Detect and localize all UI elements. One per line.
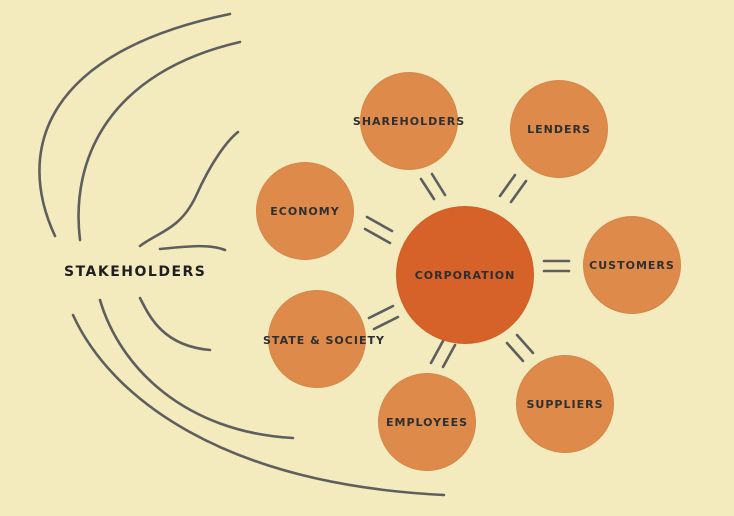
state-society-node xyxy=(268,290,366,388)
state-society-label: STATE & SOCIETY xyxy=(263,334,385,347)
lenders-node: LENDERS xyxy=(510,80,608,178)
employees-label: EMPLOYEES xyxy=(385,415,468,429)
customers-node: CUSTOMERS xyxy=(583,216,681,314)
fan-curve-lower-3 xyxy=(71,313,446,497)
suppliers-label: SUPPLIERS xyxy=(526,397,604,411)
fan-curve-lower-2 xyxy=(98,298,295,440)
economy-label: ECONOMY xyxy=(270,204,340,218)
fan-curve-upper-3 xyxy=(138,130,240,248)
stakeholders-label: STAKEHOLDERS xyxy=(64,264,207,280)
suppliers-node: SUPPLIERS xyxy=(516,355,614,453)
corporation-label: CORPORATION xyxy=(414,268,516,282)
fan-curve-upper-1 xyxy=(38,12,232,238)
economy-node: ECONOMY xyxy=(256,162,354,260)
shareholders-node: SHAREHOLDERS xyxy=(353,72,464,170)
corporation-node: CORPORATION xyxy=(396,206,534,344)
shareholders-label: SHAREHOLDERS xyxy=(352,114,466,128)
lenders-label: LENDERS xyxy=(527,122,591,136)
employees-node: EMPLOYEES xyxy=(378,373,476,471)
fan-curve-upper-2 xyxy=(77,40,242,242)
fan-curve-lower-1 xyxy=(138,296,212,352)
fan-curve-upper-4 xyxy=(158,244,227,252)
customers-label: CUSTOMERS xyxy=(589,258,675,272)
